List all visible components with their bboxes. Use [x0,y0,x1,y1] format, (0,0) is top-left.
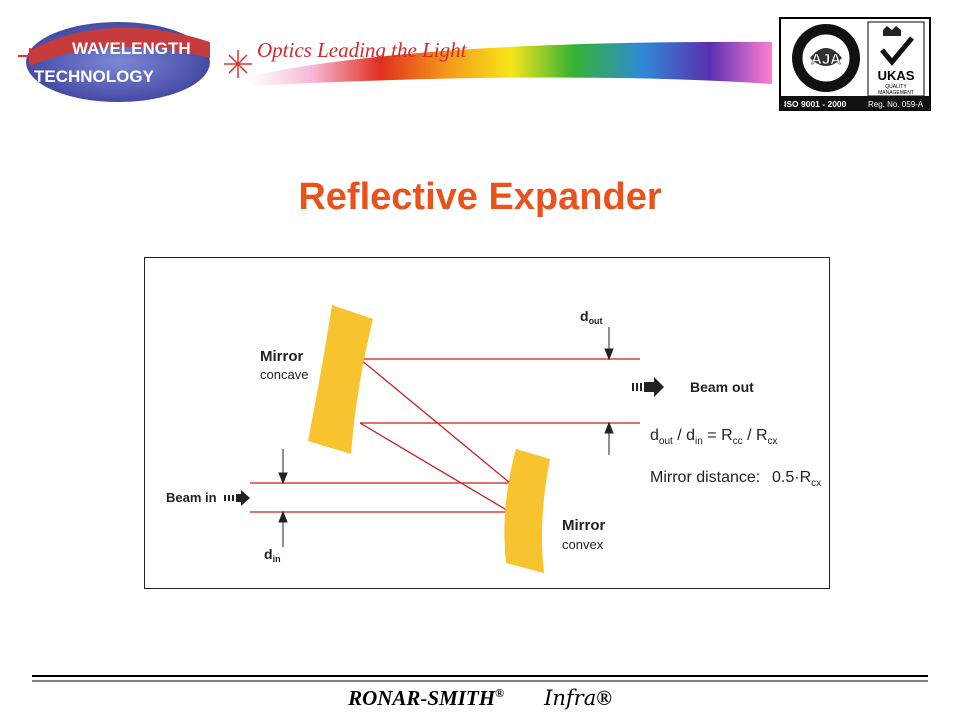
footer-infra: Infra® [544,686,612,710]
beam-paths [250,358,640,513]
footer: RONAR-SMITH® Infra® [0,686,960,711]
beam-diag-1 [359,358,511,484]
mirror-convex-sub: convex [562,537,604,552]
svg-text:UKAS: UKAS [878,68,915,83]
mirror-distance: Mirror distance:0.5·Rcx [650,469,821,489]
tagline: Optics Leading the Light [257,38,468,62]
company-logo: WAVELENGTH TECHNOLOGY [18,22,252,102]
beam-diag-2 [359,422,511,513]
logo-word-wavelength: WAVELENGTH [72,39,191,58]
ratio-formula: dout / din = Rcc / Rcx [650,427,778,447]
d-in-label: din [264,546,281,564]
ukas-mark: UKAS QUALITY MANAGEMENT [867,21,925,97]
svg-text:AJA: AJA [811,51,841,68]
beam-out-arrow-icon [632,377,664,397]
footer-divider [32,675,928,682]
footer-brand: RONAR-SMITH® [348,686,505,710]
reflective-expander-diagram: dout din Mirror concave Mirror convex Be… [144,257,830,589]
d-in-dimension [278,449,288,547]
certification-badge: AJA UKAS QUALITY MANAGEMENT ISO 9001 - 2… [779,17,931,111]
header: WAVELENGTH TECHNOLOGY Optics Leading the… [18,17,931,111]
beam-in-arrow-icon [224,490,250,506]
rainbow-swoosh [250,41,772,86]
beam-in-label: Beam in [166,490,217,505]
page-title: Reflective Expander [298,176,662,218]
aja-seal-icon: AJA [792,24,860,92]
convex-mirror [504,449,550,573]
checkmark-icon [880,36,914,66]
crown-icon [883,26,901,36]
concave-mirror [308,305,373,454]
mirror-concave-label: Mirror [260,348,304,365]
iso-label: ISO 9001 - 2000 [784,99,847,109]
logo-word-technology: TECHNOLOGY [34,67,155,86]
svg-text:MANAGEMENT: MANAGEMENT [878,90,914,96]
svg-text:QUALITY: QUALITY [885,84,907,90]
d-out-label: dout [580,308,603,326]
reg-number: Reg. No. 059-A [868,100,924,109]
mirror-concave-sub: concave [260,367,308,382]
beam-out-label: Beam out [690,379,754,395]
d-out-dimension [604,327,614,455]
mirror-convex-label: Mirror [562,517,606,534]
star-sparkle-icon [224,50,252,78]
